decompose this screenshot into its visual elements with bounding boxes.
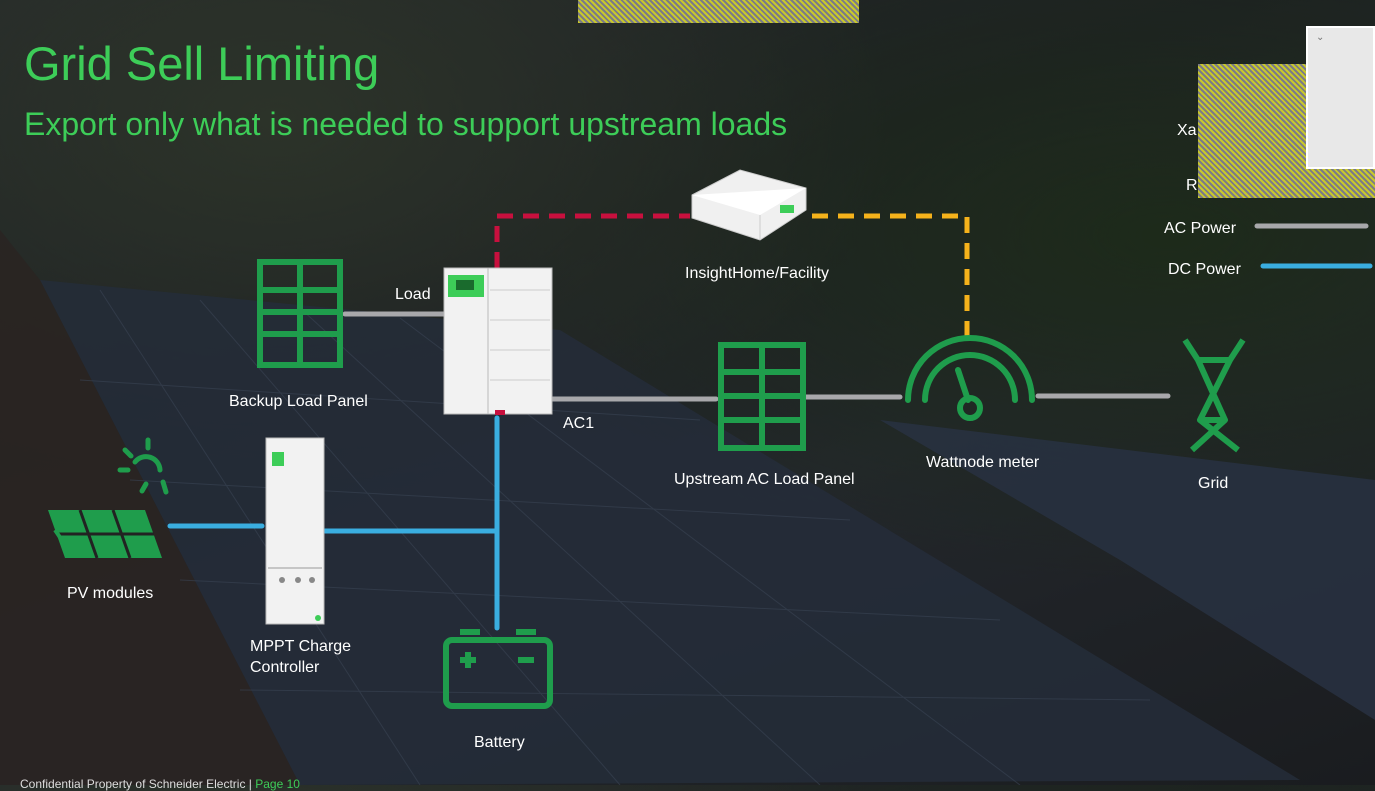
insight-label: InsightHome/Facility (685, 265, 830, 282)
comm-line-red (494, 213, 690, 268)
inverter-icon (443, 267, 553, 415)
legend-dc-power: DC Power (1168, 261, 1241, 278)
page-number: Page 10 (255, 777, 300, 791)
wattnode-label: Wattnode meter (926, 454, 1040, 471)
pv-label: PV modules (67, 585, 154, 602)
legend-r: R (1186, 177, 1198, 194)
upstream-load-panel-icon (718, 342, 806, 451)
mppt-label-1: MPPT Charge (250, 638, 352, 655)
popup-panel[interactable]: ⌄ (1306, 26, 1375, 169)
ac-power-lines (342, 223, 1369, 402)
footer-text: Confidential Property of Schneider Elect… (20, 777, 256, 791)
mppt-label-2: Controller (250, 659, 320, 676)
insight-home-device-icon (691, 169, 807, 241)
backup-panel-label: Backup Load Panel (229, 393, 368, 410)
chevron-down-icon[interactable]: ⌄ (1316, 32, 1325, 43)
dc-power-lines (167, 263, 1373, 631)
ac1-label: AC1 (563, 415, 595, 432)
legend-ac-power: AC Power (1164, 220, 1237, 237)
backup-load-panel-icon (257, 259, 343, 368)
page-title: Grid Sell Limiting (24, 37, 380, 90)
mppt-charge-controller-icon (265, 437, 325, 625)
grid-label: Grid (1198, 475, 1229, 492)
page-subtitle: Export only what is needed to support up… (24, 106, 788, 142)
legend-xa: Xa (1177, 122, 1197, 139)
load-label: Load (395, 286, 431, 303)
redaction-block-top (578, 0, 859, 23)
comm-line-yellow (812, 213, 970, 345)
battery-icon (443, 629, 553, 709)
footer: Confidential Property of Schneider Elect… (20, 777, 300, 791)
wattnode-meter-icon (905, 335, 1035, 421)
battery-label: Battery (474, 734, 525, 751)
pv-module-icon (48, 509, 162, 559)
grid-tower-icon (1182, 338, 1246, 453)
upstream-panel-label: Upstream AC Load Panel (674, 471, 855, 488)
sun-icon (117, 437, 169, 495)
